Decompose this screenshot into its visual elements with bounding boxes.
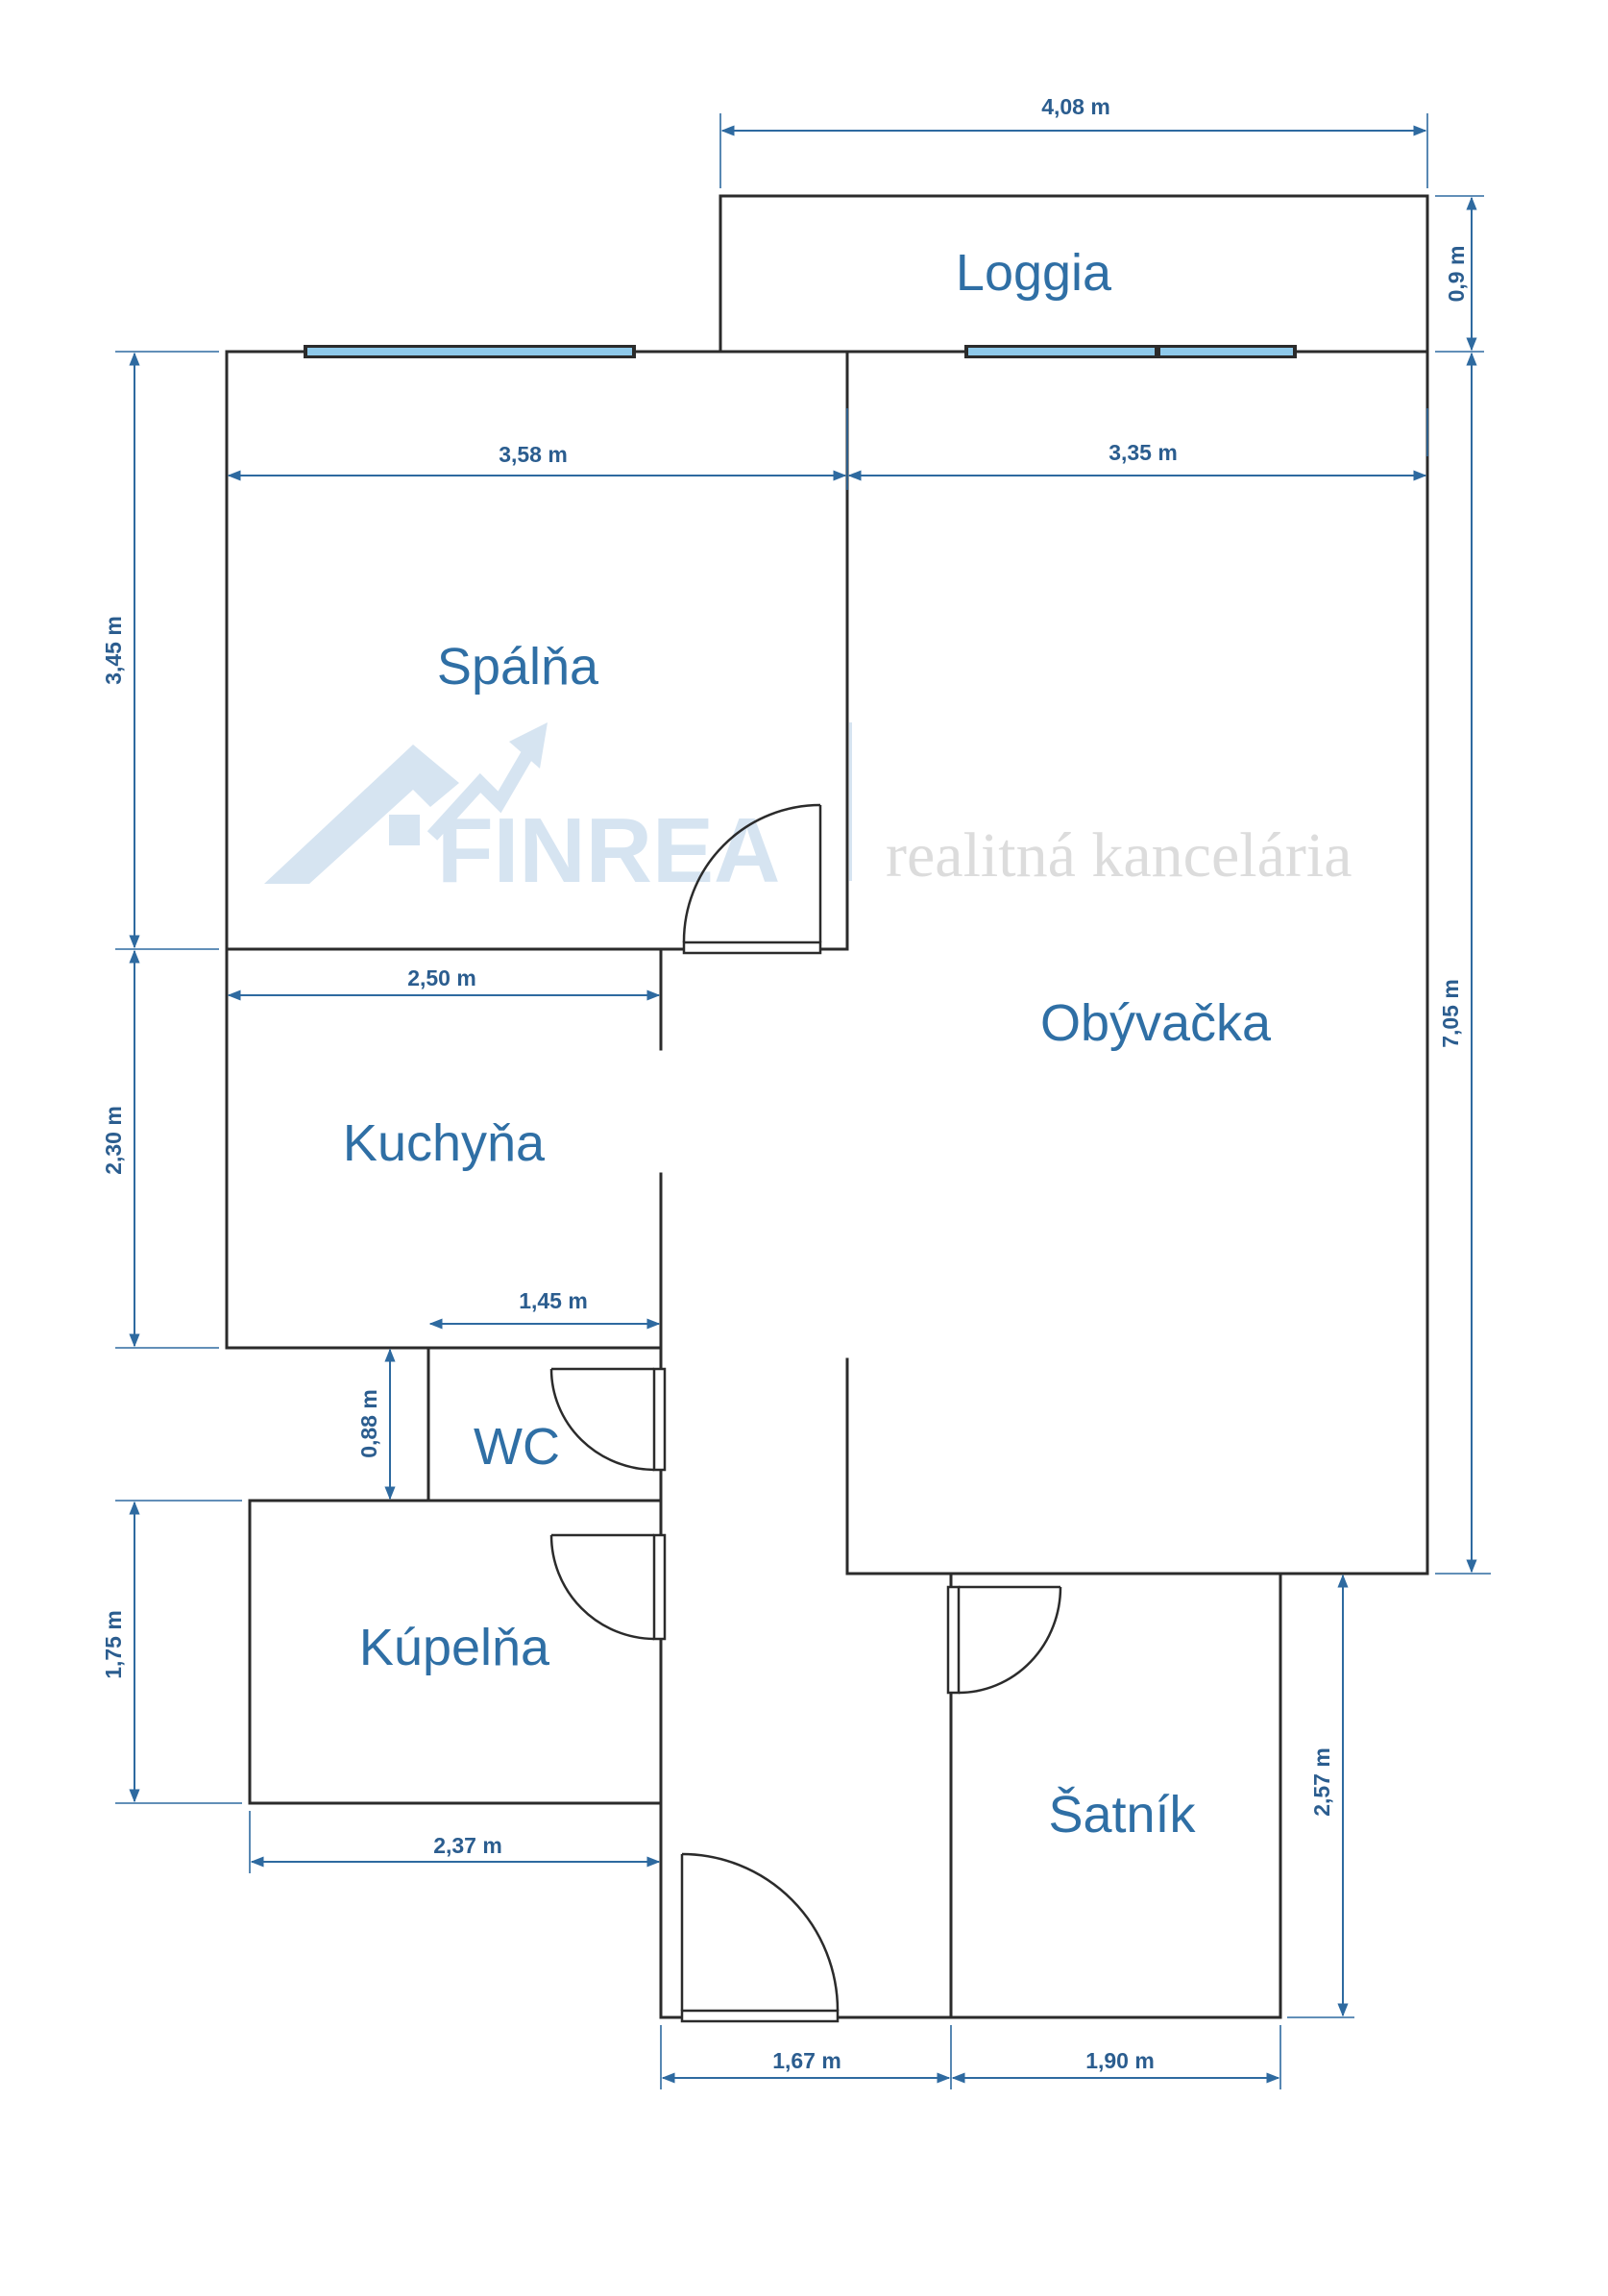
watermark-window-icon <box>389 815 420 845</box>
dim-loggia-width-label: 4,08 m <box>1041 94 1110 119</box>
bedroom-window-glass <box>307 348 632 355</box>
dim-hall-width-label: 1,67 m <box>772 2048 841 2073</box>
dim-loggia-depth-label: 0,9 m <box>1444 246 1469 303</box>
dim-wc-depth-label: 0,88 m <box>356 1389 381 1458</box>
bedroom-door <box>682 940 822 955</box>
living-window-left-glass <box>968 348 1155 355</box>
dimensions: 4,08 m 0,9 m 3,58 m 3,35 m 3,45 m 7,05 m… <box>101 94 1491 2089</box>
dim-wardrobe-depth-label: 2,57 m <box>1309 1747 1334 1817</box>
bedroom-door-swing <box>682 803 821 943</box>
dim-living-width-label: 3,35 m <box>1109 440 1178 465</box>
windows <box>304 345 1297 358</box>
dim-kitchen-depth-label: 2,30 m <box>101 1106 126 1175</box>
dim-wc-width-label: 1,45 m <box>519 1288 588 1313</box>
dim-bathroom-width-label: 2,37 m <box>433 1833 502 1858</box>
bathroom-door-swing <box>549 1534 655 1641</box>
wc-door-swing <box>549 1368 655 1472</box>
watermark: FINREA realitná kancelária <box>264 722 1352 902</box>
watermark-arrowhead-icon <box>509 722 548 769</box>
entrance-door-swing <box>681 1852 840 2012</box>
watermark-divider <box>849 722 852 881</box>
watermark-logo-text: FINREA <box>437 799 780 902</box>
dim-bathroom-depth-label: 1,75 m <box>101 1610 126 1679</box>
dim-bedroom-width-label: 3,58 m <box>499 442 568 467</box>
entrance-door <box>680 2009 840 2023</box>
watermark-tagline: realitná kancelária <box>886 820 1352 891</box>
room-label-bathroom: Kúpelňa <box>359 1619 550 1676</box>
watermark-arrow-icon <box>426 741 540 841</box>
dim-kitchen-width-label: 2,50 m <box>407 965 476 990</box>
walls <box>225 194 1429 2019</box>
room-label-loggia: Loggia <box>956 244 1112 302</box>
wc-door <box>652 1367 667 1472</box>
wardrobe-door <box>946 1585 961 1695</box>
room-label-wc: WC <box>474 1418 560 1476</box>
room-labels: Loggia Spálňa Obývačka Kuchyňa WC Kúpelň… <box>343 244 1272 1844</box>
room-label-bedroom: Spálňa <box>437 638 599 696</box>
doors <box>549 803 1062 2023</box>
bathroom-door <box>652 1533 667 1641</box>
wardrobe-door-swing <box>958 1586 1062 1695</box>
watermark-house-icon <box>264 745 459 884</box>
dim-living-depth-label: 7,05 m <box>1438 979 1463 1048</box>
dim-bedroom-depth-label: 3,45 m <box>101 616 126 685</box>
room-label-living-room: Obývačka <box>1040 994 1272 1052</box>
room-label-kitchen: Kuchyňa <box>343 1114 546 1172</box>
living-window-right-glass <box>1160 348 1293 355</box>
room-label-wardrobe: Šatník <box>1048 1786 1196 1844</box>
dim-wardrobe-width-label: 1,90 m <box>1085 2048 1155 2073</box>
